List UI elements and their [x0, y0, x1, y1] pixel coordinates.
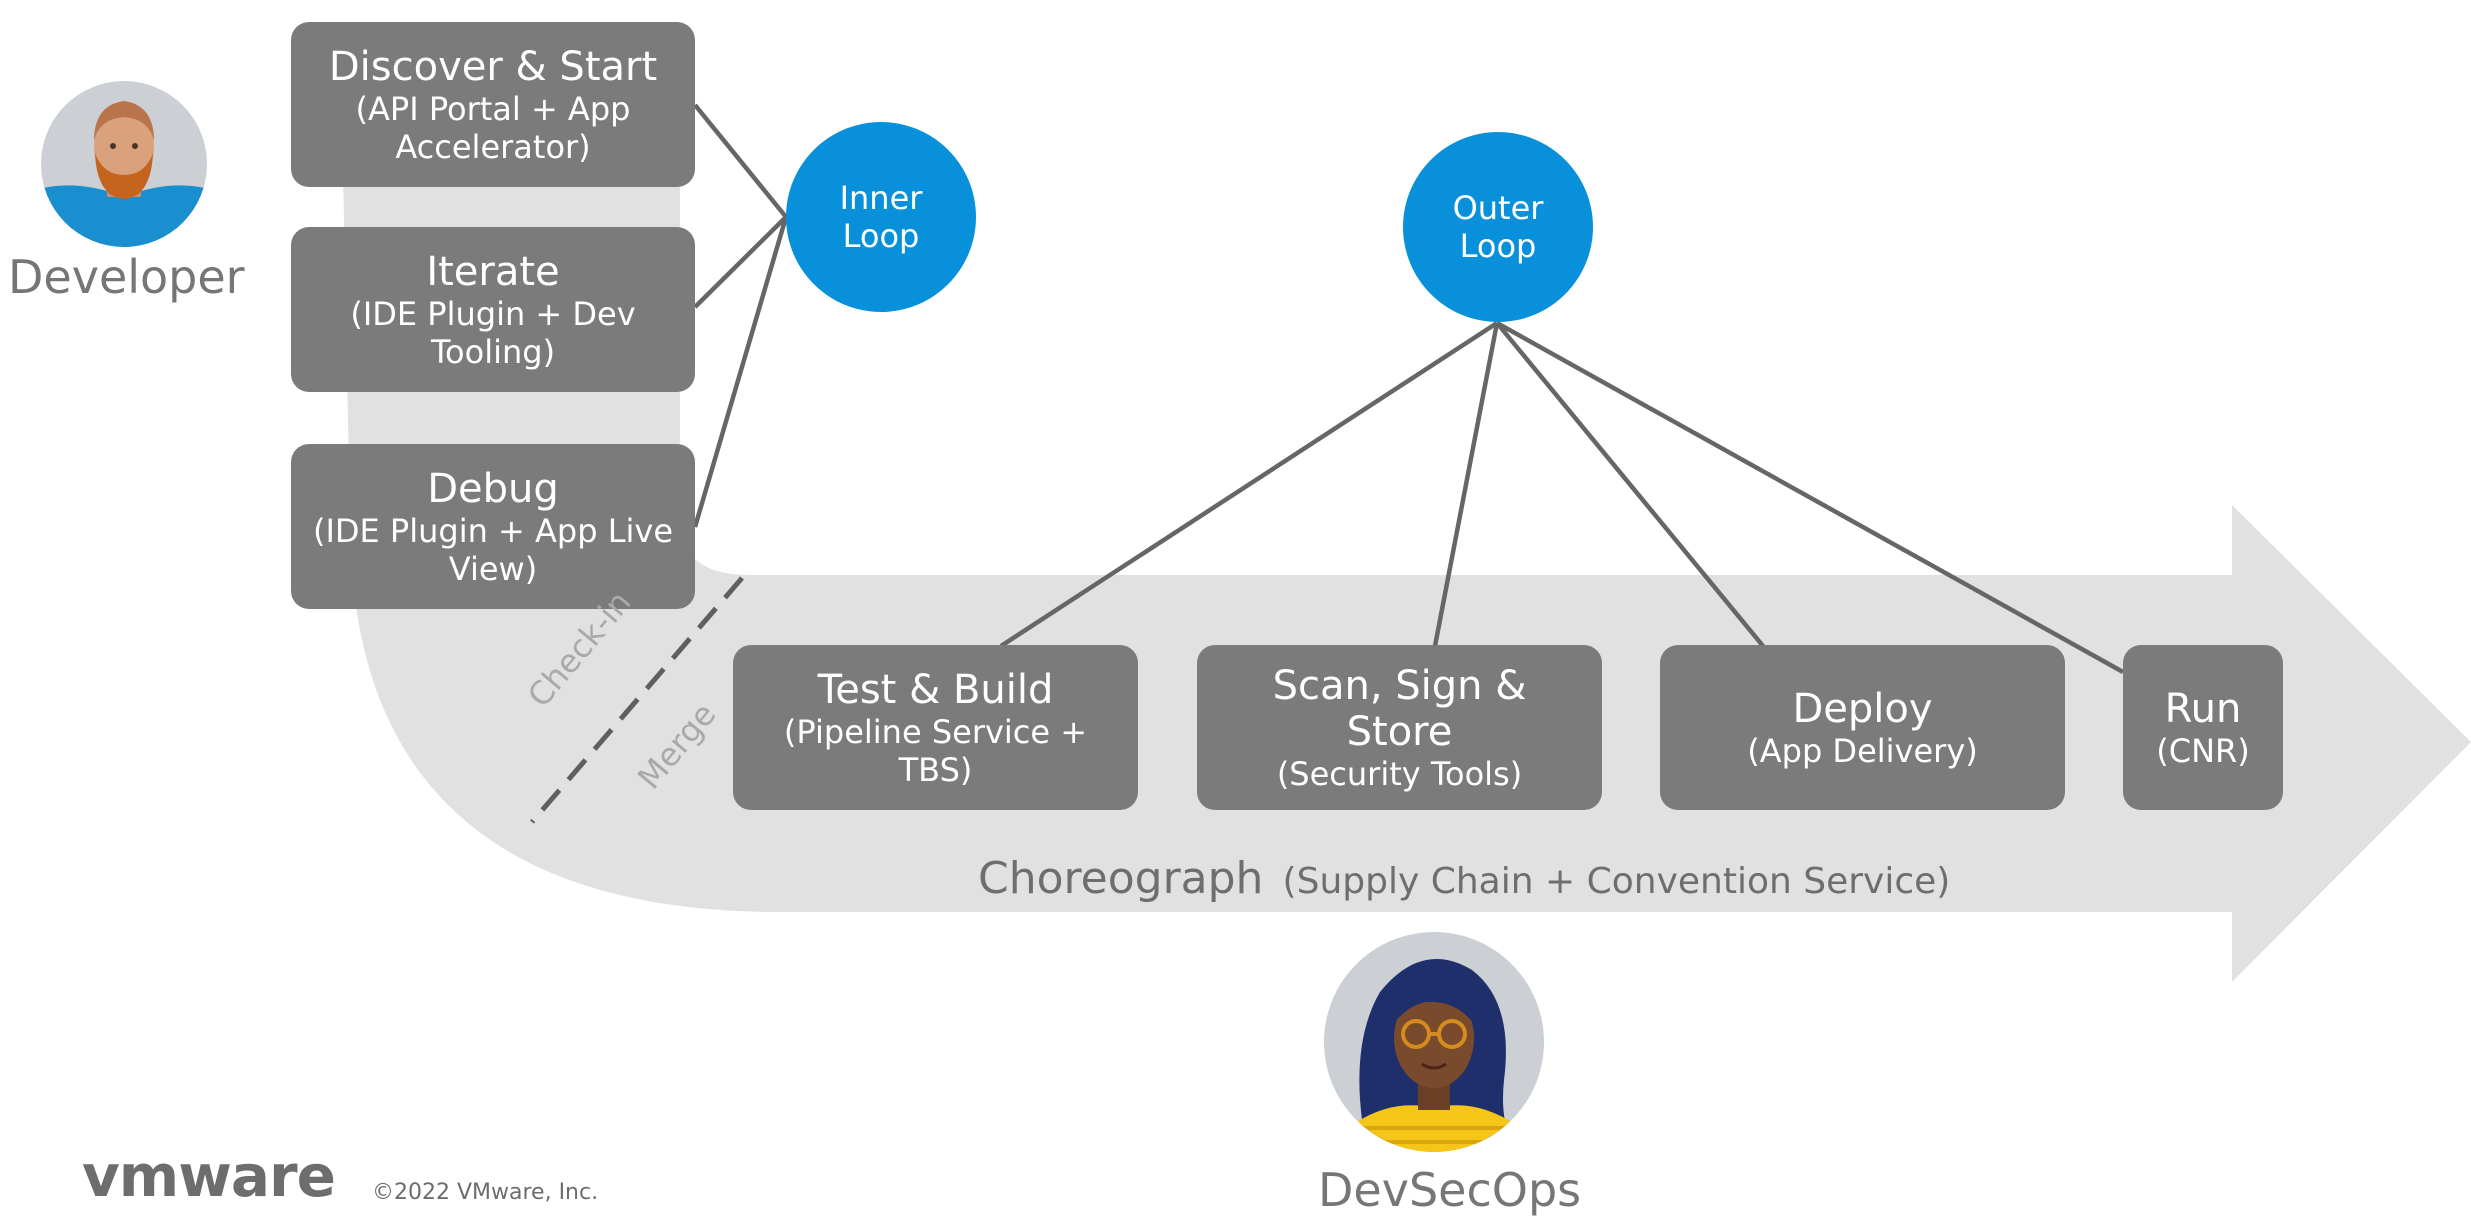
test-build-subtitle: (Pipeline Service + TBS) [783, 712, 1088, 789]
debug-subtitle: (IDE Plugin + App Live View) [312, 511, 674, 588]
devsecops-label: DevSecOps [1318, 1163, 1582, 1217]
choreograph-caption: Choreograph (Supply Chain + Convention S… [978, 853, 1950, 904]
scan-sign-store-title: Scan, Sign & Store [1272, 662, 1527, 755]
iterate-subtitle: (IDE Plugin + Dev Tooling) [350, 294, 636, 371]
outer-loop-connectors [999, 321, 2125, 674]
deploy-box: Deploy (App Delivery) [1660, 645, 2065, 810]
iterate-box: Iterate (IDE Plugin + Dev Tooling) [291, 227, 695, 392]
choreograph-title: Choreograph [978, 853, 1264, 904]
developer-avatar [41, 81, 207, 247]
test-build-box: Test & Build (Pipeline Service + TBS) [733, 645, 1138, 810]
test-build-title: Test & Build [817, 666, 1054, 713]
devsecops-avatar [1324, 932, 1544, 1152]
run-subtitle: (CNR) [2156, 731, 2250, 770]
inner-loop-circle: Inner Loop [786, 122, 976, 312]
outer-loop-label: Outer Loop [1452, 189, 1544, 265]
discover-start-box: Discover & Start (API Portal + App Accel… [291, 22, 695, 187]
checkin-dashed-line [530, 576, 744, 824]
vmware-logo: vmware [82, 1142, 336, 1210]
outer-loop-circle: Outer Loop [1403, 132, 1593, 322]
scan-sign-store-subtitle: (Security Tools) [1276, 754, 1523, 793]
run-title: Run [2164, 685, 2242, 732]
debug-title: Debug [427, 465, 559, 512]
debug-box: Debug (IDE Plugin + App Live View) [291, 444, 695, 609]
inner-loop-connectors [692, 103, 789, 528]
deploy-subtitle: (App Delivery) [1747, 731, 1978, 770]
deploy-title: Deploy [1792, 685, 1933, 732]
copyright-text: ©2022 VMware, Inc. [372, 1180, 599, 1205]
run-box: Run (CNR) [2123, 645, 2283, 810]
developer-label: Developer [8, 250, 245, 304]
discover-start-subtitle: (API Portal + App Accelerator) [355, 89, 631, 166]
scan-sign-store-box: Scan, Sign & Store (Security Tools) [1197, 645, 1602, 810]
inner-loop-label: Inner Loop [839, 179, 923, 255]
choreograph-subtitle: (Supply Chain + Convention Service) [1282, 861, 1951, 902]
discover-start-title: Discover & Start [328, 43, 658, 90]
iterate-title: Iterate [426, 248, 560, 295]
